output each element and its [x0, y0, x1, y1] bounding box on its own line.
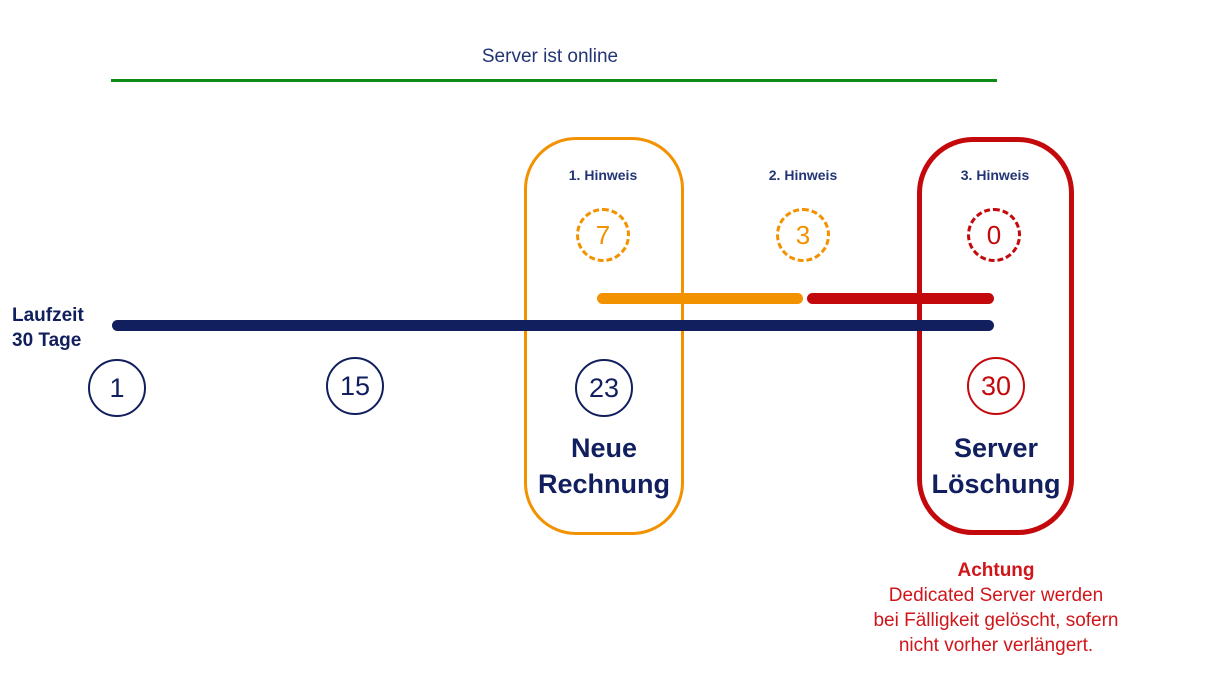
warning-title: Achtung [957, 560, 1035, 581]
hint-1-label: 1. Hinweis [568, 167, 638, 183]
invoice-box [524, 137, 684, 535]
day-1: 1 [109, 372, 125, 403]
server-online-line [111, 79, 997, 82]
hint-1-days: 7 [595, 219, 611, 250]
runtime-bar [112, 320, 994, 331]
hint-1-days-circle: 7 [576, 208, 630, 262]
hint-2-label: 2. Hinweis [768, 167, 838, 183]
invoice-milestone: Neue Rechnung [519, 430, 689, 502]
invoice-line2: Rechnung [538, 469, 670, 499]
warning-line1: Dedicated Server werden [888, 585, 1104, 606]
runtime-label-line2: 30 Tage [12, 330, 82, 351]
hint-3-days: 0 [986, 219, 1002, 250]
deletion-line2: Löschung [931, 469, 1061, 499]
hint-2-days: 3 [795, 219, 811, 250]
deletion-milestone: Server Löschung [911, 430, 1081, 502]
hint-2-days-circle: 3 [776, 208, 830, 262]
server-online-label: Server ist online [481, 46, 619, 67]
hint-3-days-circle: 0 [967, 208, 1021, 262]
deletion-box [917, 137, 1074, 535]
day-30-circle: 30 [967, 357, 1025, 415]
day-23: 23 [588, 372, 620, 403]
warning-line3: nicht vorher verlängert. [898, 635, 1094, 656]
deletion-warning: Achtung Dedicated Server werden bei Fäll… [846, 558, 1146, 658]
final-hint-bar [807, 293, 994, 304]
first-hint-bar [597, 293, 803, 304]
day-23-circle: 23 [575, 359, 633, 417]
day-30: 30 [980, 370, 1012, 401]
runtime-label-line1: Laufzeit [12, 305, 84, 326]
day-15-circle: 15 [326, 357, 384, 415]
day-15: 15 [339, 370, 371, 401]
day-1-circle: 1 [88, 359, 146, 417]
deletion-line1: Server [953, 433, 1039, 463]
runtime-label: Laufzeit 30 Tage [12, 303, 84, 353]
warning-line2: bei Fälligkeit gelöscht, sofern [873, 610, 1119, 631]
hint-3-label: 3. Hinweis [960, 167, 1030, 183]
invoice-line1: Neue [570, 433, 638, 463]
